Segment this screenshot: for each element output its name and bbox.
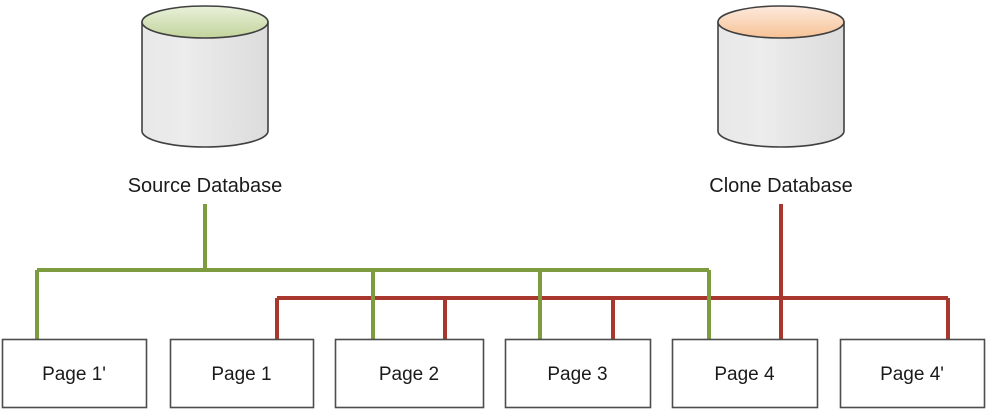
page-box-rect-page-1 xyxy=(169,338,315,409)
database-cylinder-source[interactable] xyxy=(141,5,269,148)
page-label-page-4-prime: Page 4' xyxy=(880,364,944,385)
text-labels: Source Database Clone Database xyxy=(128,175,853,197)
page-label-page-3: Page 3 xyxy=(547,364,607,385)
cylinder-body-clone xyxy=(717,21,845,148)
page-box-page-2[interactable]: Page 2 xyxy=(334,338,485,409)
database-label-clone: Clone Database xyxy=(709,175,852,197)
page-boxes: Page 1' Page 1 Page 2 Page 3 Page 4 Page 4' xyxy=(1,338,986,409)
connector-lines xyxy=(35,204,950,339)
page-box-rect-page-3 xyxy=(504,338,652,409)
cylinder-top-source xyxy=(141,5,269,39)
page-label-page-2: Page 2 xyxy=(379,364,439,385)
database-label-source: Source Database xyxy=(128,175,283,197)
page-box-rect-page-2 xyxy=(334,338,485,409)
page-box-rect-page-4-prime xyxy=(839,338,986,409)
clone-database-bus xyxy=(277,204,948,300)
page-box-page-4-prime[interactable]: Page 4' xyxy=(839,338,986,409)
page-label-page-1: Page 1 xyxy=(211,364,271,385)
page-box-rect-page-1-prime xyxy=(1,338,148,409)
page-box-page-4[interactable]: Page 4 xyxy=(671,338,819,409)
database-cylinder-clone[interactable] xyxy=(717,5,845,148)
page-label-page-4: Page 4 xyxy=(714,364,775,385)
page-box-page-1-prime[interactable]: Page 1' xyxy=(1,338,148,409)
page-box-page-1[interactable]: Page 1 xyxy=(169,338,315,409)
source-database-bus xyxy=(37,204,709,272)
cylinder-top-clone xyxy=(717,5,845,39)
page-box-page-3[interactable]: Page 3 xyxy=(504,338,652,409)
cylinder-body-source xyxy=(141,21,269,148)
page-box-rect-page-4 xyxy=(671,338,819,409)
database-cylinders xyxy=(141,5,845,148)
page-label-page-1-prime: Page 1' xyxy=(42,364,106,385)
